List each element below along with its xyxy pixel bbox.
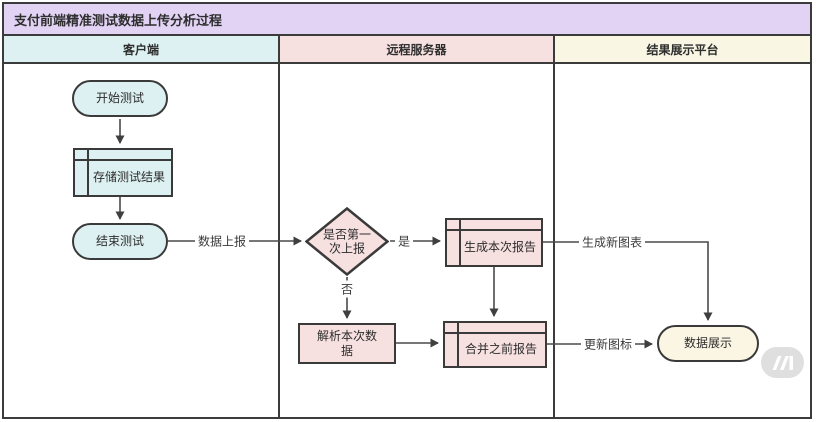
node-start-test: 开始测试	[72, 80, 168, 117]
node-data-display-label: 数据展示	[683, 336, 732, 350]
internal-storage-leftline	[87, 150, 89, 195]
internal-storage-leftline	[459, 220, 461, 265]
node-store-results: 存储测试结果	[73, 148, 173, 197]
watermark-badge	[761, 347, 804, 378]
diagram-title-bar: 支付前端精准测试数据上传分析过程	[2, 2, 812, 36]
edge-generate-display	[543, 241, 713, 321]
diagram-title: 支付前端精准测试数据上传分析过程	[14, 12, 223, 28]
diamond-shape	[305, 207, 389, 276]
lane-display-label: 结果展示平台	[646, 42, 719, 57]
node-merge-report-label: 合并之前报告	[464, 341, 537, 356]
node-merge-report: 合并之前报告	[443, 321, 547, 368]
node-parse-data-label: 解析本次数据	[316, 328, 377, 358]
internal-storage-topline	[447, 229, 541, 231]
internal-storage-topline	[445, 332, 545, 334]
node-data-display: 数据展示	[657, 325, 759, 362]
edge-label-data-report: 数据上报	[194, 232, 250, 250]
edge-label-yes: 是	[394, 232, 414, 250]
node-generate-report: 生成本次报告	[445, 218, 543, 267]
lane-client-header: 客户端	[4, 36, 278, 64]
node-first-report-decision-label: 是否第一次上报	[322, 227, 371, 256]
internal-storage-leftline	[457, 323, 459, 366]
edge-label-update-icon: 更新图标	[580, 335, 636, 353]
edge-label-no: 否	[337, 280, 357, 298]
node-end-test-label: 结束测试	[95, 234, 144, 248]
node-end-test: 结束测试	[72, 223, 168, 260]
lane-server-header: 远程服务器	[280, 36, 553, 64]
lane-client-label: 客户端	[122, 42, 159, 57]
node-generate-report-label: 生成本次报告	[463, 239, 536, 254]
internal-storage-topline	[75, 159, 171, 161]
node-start-test-label: 开始测试	[95, 91, 144, 105]
edge-label-new-chart: 生成新图表	[578, 233, 646, 251]
node-first-report-decision: 是否第一次上报	[305, 207, 389, 276]
lane-server-label: 远程服务器	[386, 42, 447, 57]
ki-logo-icon	[772, 355, 793, 370]
lane-display-header: 结果展示平台	[555, 36, 810, 64]
node-store-results-label: 存储测试结果	[92, 169, 165, 184]
node-parse-data: 解析本次数据	[298, 323, 396, 364]
